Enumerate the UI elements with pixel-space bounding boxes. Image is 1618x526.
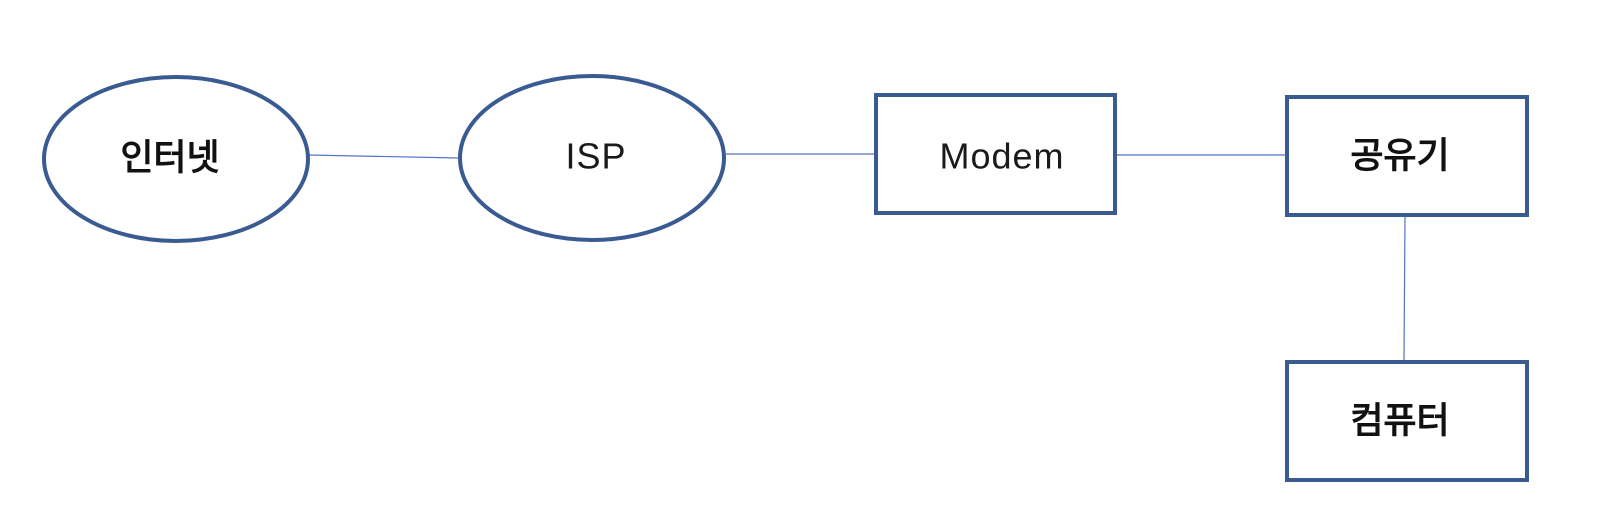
node-internet-label: 인터넷: [120, 138, 219, 179]
node-computer-label: 컴퓨터: [1350, 401, 1449, 442]
node-internet: 인터넷: [42, 75, 310, 243]
node-modem: Modem: [874, 93, 1117, 215]
node-router-label: 공유기: [1350, 136, 1449, 177]
computer-box: [1285, 360, 1529, 482]
node-isp: ISP: [458, 74, 726, 242]
edge-internet-isp: [307, 154, 459, 159]
edge-router-computer: [1403, 214, 1406, 361]
node-computer: 컴퓨터: [1285, 360, 1529, 482]
internet-ellipse: [42, 75, 310, 243]
modem-box: [874, 93, 1117, 215]
node-modem-label: Modem: [939, 136, 1064, 177]
router-box: [1285, 95, 1529, 217]
node-router: 공유기: [1285, 95, 1529, 217]
node-isp-label: ISP: [565, 136, 626, 177]
isp-ellipse: [458, 74, 726, 242]
